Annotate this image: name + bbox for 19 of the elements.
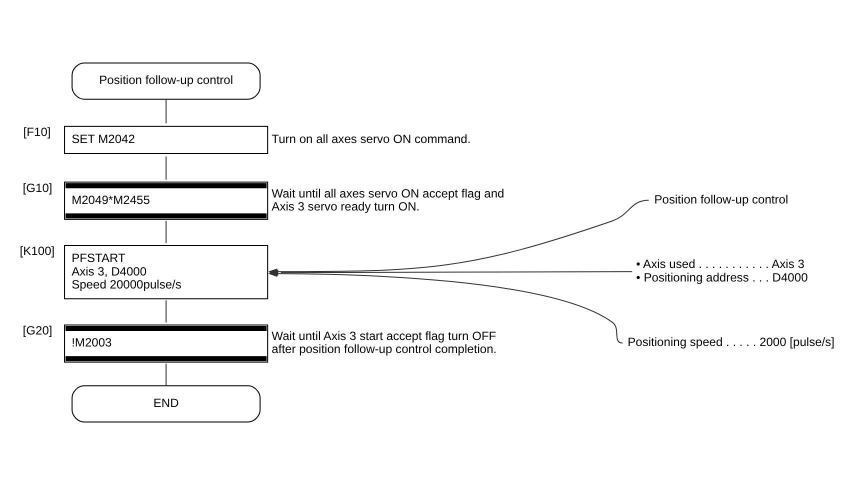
node-box: SET M2042 [64, 125, 268, 154]
connector [166, 363, 167, 386]
connector [166, 98, 167, 123]
node-label: Wait until Axis 3 start accept flag turn OFF after position follow-up control completion. [272, 328, 497, 356]
node-label: [G10] [22, 180, 52, 194]
connector [166, 220, 167, 242]
node-text: • Axis used . . . . . . . . . . . Axis 3 • Positioning address . . . D4000 [636, 256, 808, 284]
node-box: PFSTART Axis 3, D4000 Speed 20000pulse/s [64, 244, 268, 299]
node-label: [G20] [22, 323, 52, 338]
node-label: [K100] [20, 244, 55, 258]
node-label: [F10] [23, 124, 51, 139]
node-text: Position follow-up control [654, 192, 788, 206]
connector [166, 300, 167, 322]
node-label: Turn on all axes servo ON command. [272, 132, 471, 146]
node-box: Position follow-up control [72, 62, 261, 100]
node-label: Wait until all axes servo ON accept flag and Axis 3 servo ready turn ON. [272, 186, 504, 213]
node-box: END [72, 384, 261, 422]
connector [166, 156, 167, 180]
node-text: Positioning speed . . . . . 2000 [pulse/s] [628, 334, 835, 349]
